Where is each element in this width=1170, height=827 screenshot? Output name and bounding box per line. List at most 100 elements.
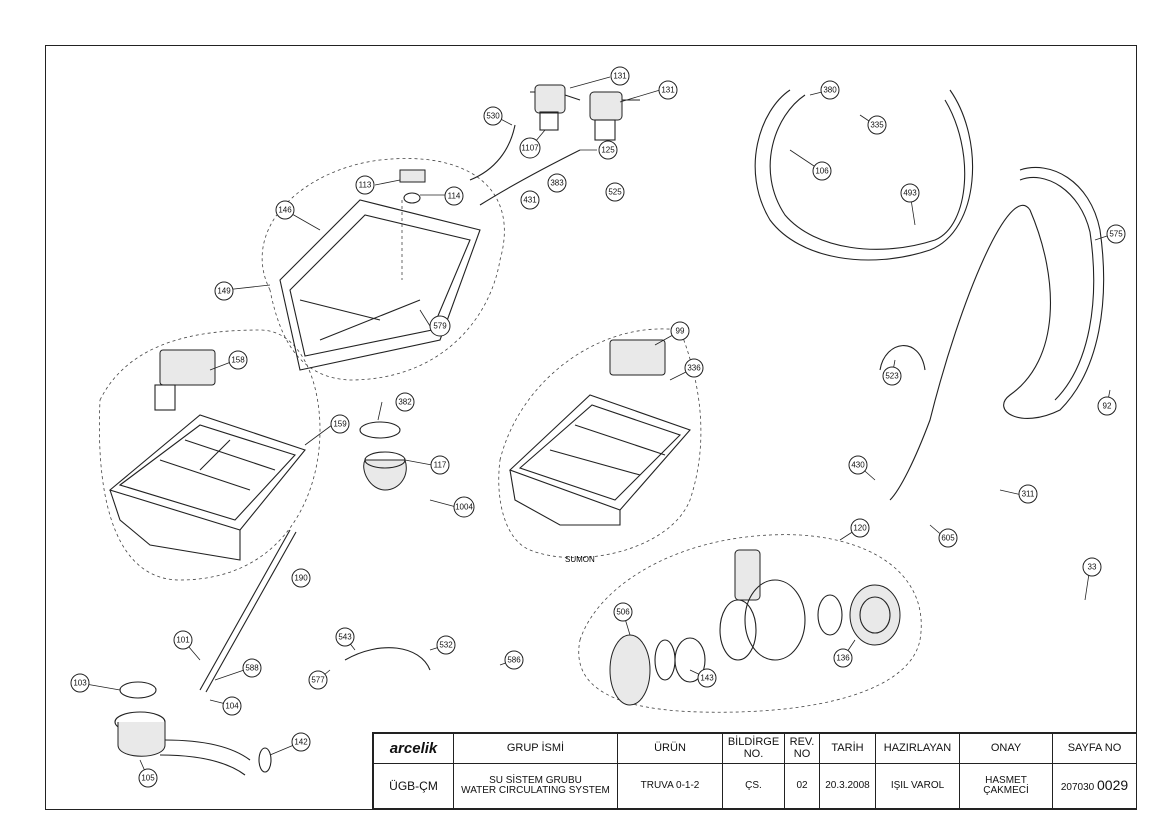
svg-text:523: 523 — [885, 372, 899, 381]
svg-text:120: 120 — [853, 524, 867, 533]
callout-101: 101 — [173, 630, 193, 650]
pump-assembly — [609, 549, 901, 706]
callout-158: 158 — [228, 350, 248, 370]
svg-text:146: 146 — [278, 206, 292, 215]
svg-text:104: 104 — [225, 702, 239, 711]
group-name-cell: SU SİSTEM GRUBU WATER CIRCULATING SYSTEM — [453, 763, 618, 809]
callout-605: 605 — [938, 528, 958, 548]
callout-190: 190 — [291, 568, 311, 588]
callout-506: 506 — [613, 602, 633, 622]
approval-value: HASMET ÇAKMECİ — [959, 763, 1053, 809]
callout-106: 106 — [812, 161, 832, 181]
clamp-523 — [879, 345, 926, 371]
callout-143: 143 — [697, 668, 717, 688]
callout-525: 525 — [605, 182, 625, 202]
inlet-hose-431 — [479, 149, 581, 206]
svg-text:530: 530 — [486, 112, 500, 121]
brand-logo: arcelik — [373, 733, 454, 764]
callout-103: 103 — [70, 673, 90, 693]
siphon-part — [359, 421, 407, 491]
callout-159: 159 — [330, 414, 350, 434]
header-notice-no: BİLDİRGE NO. — [722, 733, 785, 764]
svg-text:311: 311 — [1022, 490, 1035, 499]
callout-99: 99 — [670, 321, 690, 341]
svg-text:136: 136 — [836, 654, 850, 663]
callout-586: 586 — [504, 650, 524, 670]
page-no-suffix: 0029 — [1097, 777, 1129, 794]
svg-text:114: 114 — [448, 192, 461, 201]
valve-1 — [530, 84, 581, 131]
dispenser-housing — [279, 169, 481, 371]
svg-text:579: 579 — [433, 322, 447, 331]
drawer-handle-158 — [154, 349, 216, 411]
title-block: arcelik GRUP İSMİ ÜRÜN BİLDİRGE NO. REV.… — [372, 732, 1137, 810]
valve-2 — [589, 91, 640, 141]
svg-text:106: 106 — [815, 167, 829, 176]
svg-text:430: 430 — [851, 461, 865, 470]
callout-335: 335 — [867, 115, 887, 135]
svg-text:99: 99 — [676, 327, 685, 336]
callout-493: 493 — [900, 183, 920, 203]
svg-text:117: 117 — [434, 461, 447, 470]
inlet-hose-small — [469, 124, 516, 181]
hose-106 — [754, 89, 974, 261]
callout-579: 579 — [429, 315, 451, 337]
svg-text:506: 506 — [616, 608, 630, 617]
rev-no-value: 02 — [784, 763, 820, 809]
callout-383: 383 — [547, 173, 567, 193]
callout-136: 136 — [833, 648, 853, 668]
notice-no-value: ÇS. — [722, 763, 785, 809]
header-page-no: SAYFA NO — [1052, 733, 1137, 764]
svg-text:586: 586 — [507, 656, 521, 665]
callout-530: 530 — [483, 106, 503, 126]
svg-text:382: 382 — [398, 398, 412, 407]
svg-text:101: 101 — [176, 636, 190, 645]
hose-493 — [769, 94, 966, 250]
alt-drawer-group-outline — [498, 328, 702, 559]
svg-text:1107: 1107 — [521, 144, 539, 153]
callout-431: 431 — [520, 190, 540, 210]
header-prepared-by: HAZIRLAYAN — [875, 733, 960, 764]
svg-text:336: 336 — [687, 364, 701, 373]
svg-text:159: 159 — [333, 420, 347, 429]
callout-113: 113 — [355, 175, 375, 195]
sump-assembly — [114, 681, 272, 776]
svg-text:103: 103 — [73, 679, 87, 688]
group-name-tr: SU SİSTEM GRUBU — [489, 774, 582, 786]
group-code: ÜGB-ÇM — [373, 763, 454, 809]
callout-1107: 1107 — [519, 137, 541, 159]
callout-577: 577 — [308, 670, 328, 690]
header-approval: ONAY — [959, 733, 1053, 764]
callout-575: 575 — [1106, 224, 1126, 244]
date-value: 20.3.2008 — [819, 763, 876, 809]
header-product: ÜRÜN — [617, 733, 723, 764]
header-date: TARİH — [819, 733, 876, 764]
prepared-by-value: IŞIL VAROL — [875, 763, 960, 809]
svg-text:525: 525 — [608, 188, 622, 197]
drain-hose-575 — [889, 166, 1105, 501]
hose-543 — [344, 647, 431, 671]
callout-532: 532 — [436, 635, 456, 655]
callout-117: 117 — [430, 455, 450, 475]
svg-text:33: 33 — [1088, 563, 1097, 572]
svg-text:92: 92 — [1103, 402, 1112, 411]
svg-text:190: 190 — [294, 574, 308, 583]
callout-311: 311 — [1018, 484, 1038, 504]
callout-105: 105 — [138, 768, 158, 788]
svg-text:577: 577 — [311, 676, 325, 685]
svg-text:158: 158 — [231, 356, 245, 365]
svg-text:588: 588 — [245, 664, 259, 673]
callout-146: 146 — [275, 200, 295, 220]
callout-114: 114 — [444, 186, 464, 206]
svg-text:493: 493 — [903, 189, 917, 198]
callout-92: 92 — [1097, 396, 1117, 416]
svg-text:105: 105 — [141, 774, 155, 783]
svg-text:575: 575 — [1109, 230, 1123, 239]
callout-142: 142 — [291, 732, 311, 752]
svg-text:431: 431 — [523, 196, 537, 205]
callout-382: 382 — [395, 392, 415, 412]
callout-523: 523 — [882, 366, 902, 386]
svg-text:142: 142 — [294, 738, 308, 747]
